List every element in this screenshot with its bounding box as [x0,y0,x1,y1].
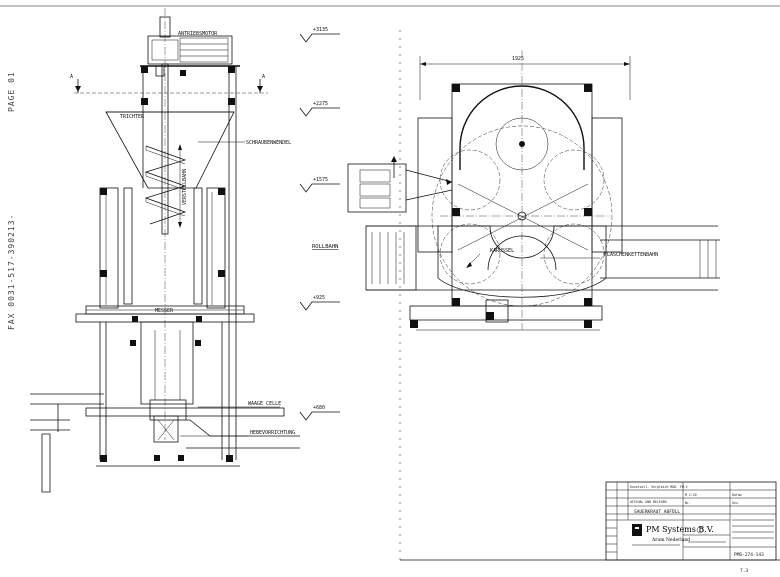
label-motor: ANTRIEBSMOTOR [178,31,218,37]
label-bottle-chain: FLASCHENKETTENBAHN [604,252,658,258]
plan-view: 1925 KARUSSEL FLA [347,50,720,331]
company-logo [632,524,642,536]
title-main: SAUERKRAUT ABFÜLL [634,508,680,515]
carousel-lower [437,225,607,298]
label-load-cell: WAAGE CELLE [248,401,281,407]
section-a-left: A [70,74,73,80]
tb-date: Datum [732,493,742,497]
carousel-upper [459,85,585,170]
label-roller: ROLLBAHN [312,244,339,250]
label-screw: SCHRAUBENWENDEL [246,140,291,146]
plan-width-dim: 1925 [512,56,524,62]
fax-margin: PAGE 01 FAX 0031-517-390213- [7,71,16,330]
level-3135: +3135 [313,27,328,33]
level-2275: +2275 [313,101,328,107]
screw-conveyor [144,145,187,225]
tb-scale: M 1:20 [685,493,697,497]
label-funnel: TRICHTER [120,114,145,120]
title-row-1: Kunstvoll- Vergleich MOD. FM-V [630,485,688,489]
fax-page-label: PAGE 01 [7,71,16,112]
level-680: +680 [313,405,325,411]
level-1575: +1575 [313,177,328,183]
lift-device [153,415,179,443]
drive-drum [347,163,407,213]
tb-drawn: Gez. [732,501,740,505]
side-elevation: ANTRIEBSMOTOR A A TRICHTER VERSTELLBAHN … [30,8,300,493]
label-adjust: VERSTELLBAHN [182,169,188,205]
label-measure: MESSER [155,308,174,314]
drawing-number: PMS-274-143 [734,552,764,558]
fax-number-label: FAX 0031-517-390213- [7,214,16,330]
section-a-right: A [262,74,265,80]
company-location: Arum Nederland [651,537,690,543]
tb-nr: Nr. [685,501,691,505]
title-row-2: AFSCHAL UND BELEGEN [630,500,667,504]
label-lift: HEBEVORRICHTUNG [250,430,295,436]
label-carousel: KARUSSEL [490,248,514,254]
funnel [105,111,235,189]
level-925: +925 [313,295,325,301]
corner-mark: 7.3 [740,568,748,574]
title-block: Kunstvoll- Vergleich MOD. FM-V AFSCHAL U… [400,481,780,561]
drive-motor [147,35,233,65]
company-name: PM Systems B.V. [646,525,714,534]
level-markers: +3135 +2275 +1575 ROLLBAHN +925 +680 [299,27,340,421]
